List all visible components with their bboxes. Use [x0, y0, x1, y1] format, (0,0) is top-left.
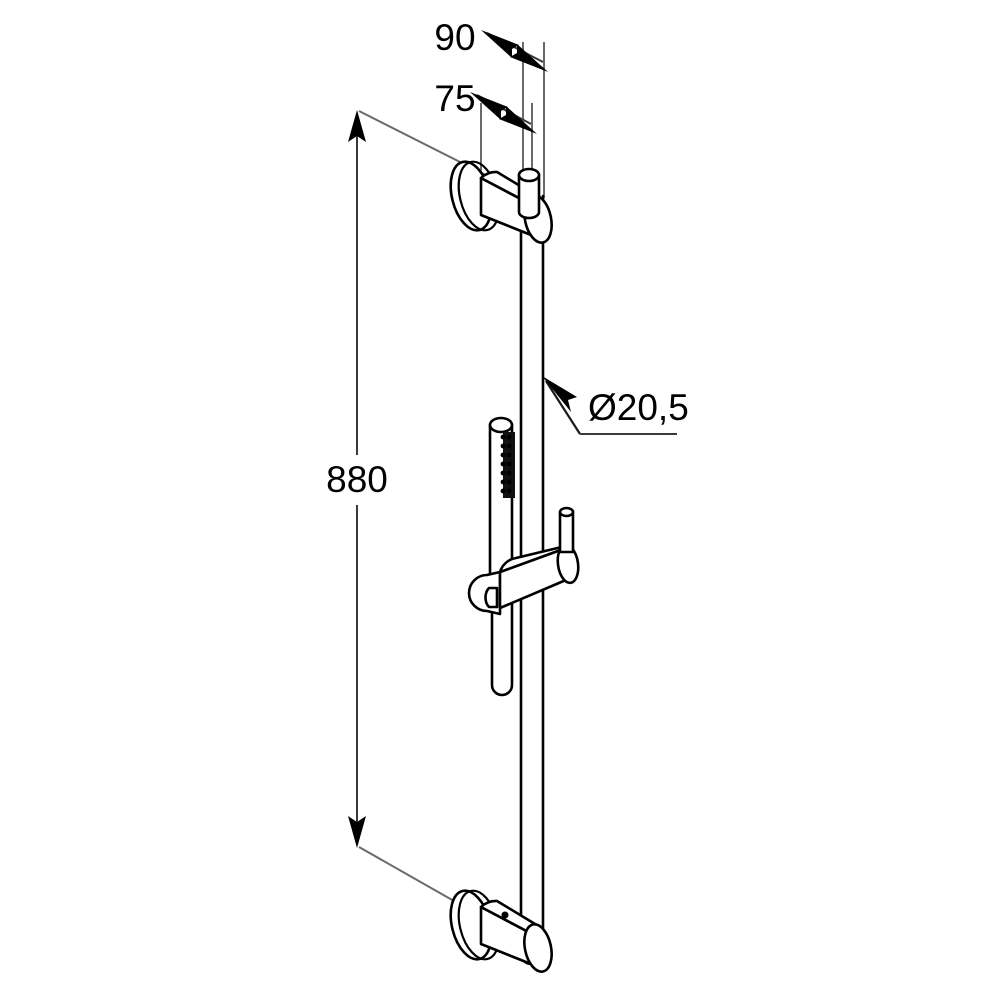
- slider: [467, 506, 580, 616]
- dim-75-label: 75: [434, 78, 475, 119]
- bracket-bottom-fixing-dot: [501, 911, 509, 919]
- handshower: [488, 416, 515, 697]
- dim-880-arrow-bottom: [348, 816, 366, 848]
- dimension-880: 880: [326, 110, 546, 931]
- dim-90-label: 90: [434, 17, 475, 58]
- handshower-head-cap: [488, 416, 514, 434]
- dim-880-label: 880: [326, 459, 388, 500]
- bracket-top-pin-body: [517, 173, 541, 220]
- dim-880-arrow-top: [348, 110, 366, 142]
- dimension-75: 75: [434, 78, 537, 200]
- dim-75-arrow-right: [499, 106, 537, 134]
- handshower-spray-texture: [500, 432, 515, 498]
- slider-clamp-lever: [484, 586, 499, 609]
- bracket-bottom: [449, 889, 553, 973]
- slider-pin-body: [558, 510, 575, 554]
- slider-pin-cap: [558, 506, 575, 518]
- bracket-top: [449, 160, 553, 244]
- bracket-bottom-arm-cap: [523, 923, 553, 973]
- dim-90-arrow-left: [481, 30, 519, 58]
- bracket-top-pin-cap: [517, 167, 541, 183]
- dimension-90: 90: [434, 17, 548, 205]
- dim-90-arrow-right: [510, 44, 548, 72]
- dim-75-arrow-left: [470, 92, 508, 120]
- diameter-leader-arrow: [542, 376, 577, 412]
- diameter-leader-line: [545, 380, 581, 435]
- dimension-diameter: Ø20,5: [542, 376, 689, 435]
- diameter-label: Ø20,5: [588, 387, 689, 428]
